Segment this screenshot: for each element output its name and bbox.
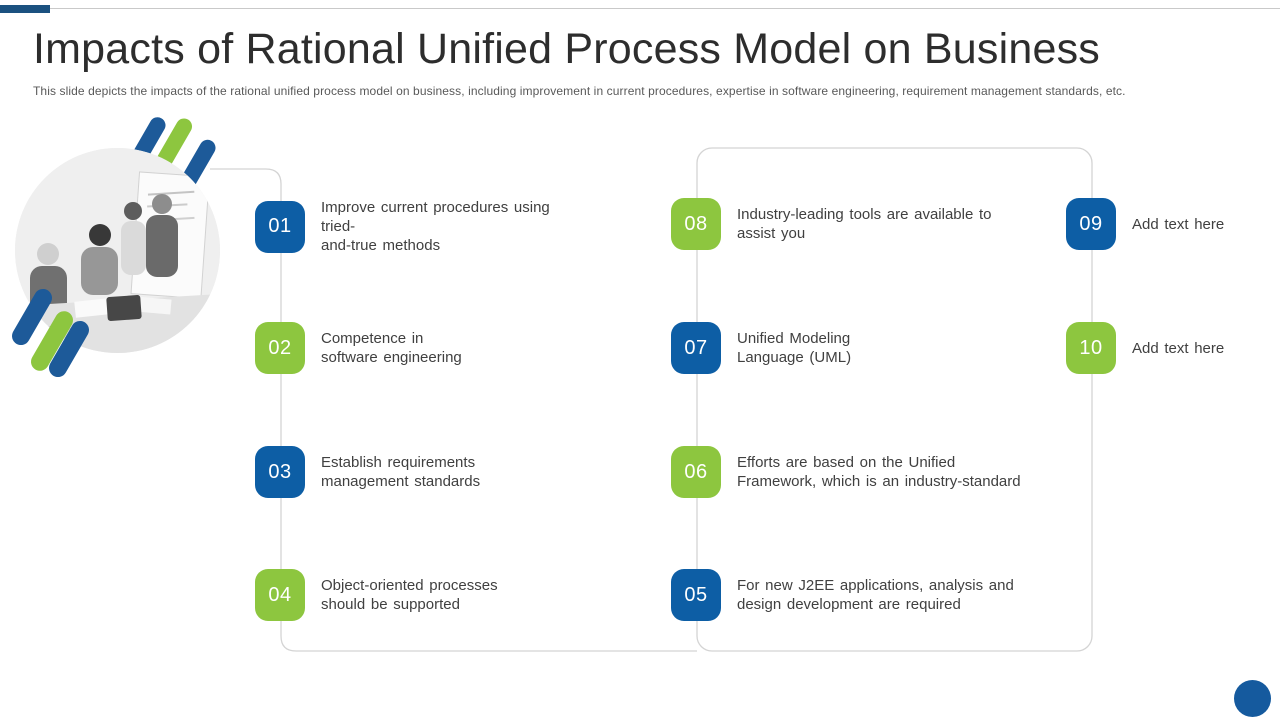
item-02[interactable]: 02 Competence in software engineering <box>255 322 585 374</box>
item-06-text[interactable]: Efforts are based on the Unified Framewo… <box>737 454 1021 490</box>
item-07-number-badge: 07 <box>671 322 721 374</box>
item-02-text[interactable]: Competence in software engineering <box>321 330 462 366</box>
item-01-number-badge: 01 <box>255 200 305 253</box>
item-03[interactable]: 03 Establish requirements management sta… <box>255 446 585 498</box>
slide-title[interactable]: Impacts of Rational Unified Process Mode… <box>33 25 1100 73</box>
item-04-text[interactable]: Object-oriented processes should be supp… <box>321 577 498 613</box>
slide-subtitle[interactable]: This slide depicts the impacts of the ra… <box>33 84 1126 98</box>
item-10-text[interactable]: Add text here <box>1132 339 1225 357</box>
item-03-text[interactable]: Establish requirements management standa… <box>321 454 481 490</box>
item-07[interactable]: 07 Unified Modeling Language (UML) <box>671 322 1031 374</box>
item-09-text[interactable]: Add text here <box>1132 215 1225 233</box>
top-left-accent-bar <box>0 5 50 13</box>
bottom-right-dot <box>1234 680 1271 717</box>
item-10[interactable]: 10 Add text here <box>1066 322 1266 374</box>
item-02-number-badge: 02 <box>255 322 305 374</box>
team-photo <box>15 148 220 353</box>
item-04-number-badge: 04 <box>255 569 305 621</box>
item-01[interactable]: 01 Improve current procedures using trie… <box>255 198 585 255</box>
team-meeting-photo-illustration <box>15 148 220 353</box>
item-04[interactable]: 04 Object-oriented processes should be s… <box>255 569 585 621</box>
item-08-text[interactable]: Industry-leading tools are available to … <box>737 206 992 242</box>
item-05-text[interactable]: For new J2EE applications, analysis and … <box>737 577 1014 613</box>
item-05-number-badge: 05 <box>671 569 721 621</box>
item-01-text[interactable]: Improve current procedures using tried- … <box>321 199 550 254</box>
item-03-number-badge: 03 <box>255 446 305 498</box>
item-06-number-badge: 06 <box>671 446 721 498</box>
item-05[interactable]: 05 For new J2EE applications, analysis a… <box>671 569 1031 621</box>
header-divider-line <box>50 8 1280 9</box>
item-07-text[interactable]: Unified Modeling Language (UML) <box>737 330 852 366</box>
item-08[interactable]: 08 Industry-leading tools are available … <box>671 198 1031 250</box>
item-10-number-badge: 10 <box>1066 322 1116 374</box>
item-09[interactable]: 09 Add text here <box>1066 198 1266 250</box>
item-09-number-badge: 09 <box>1066 198 1116 250</box>
item-06[interactable]: 06 Efforts are based on the Unified Fram… <box>671 446 1031 498</box>
item-08-number-badge: 08 <box>671 198 721 250</box>
